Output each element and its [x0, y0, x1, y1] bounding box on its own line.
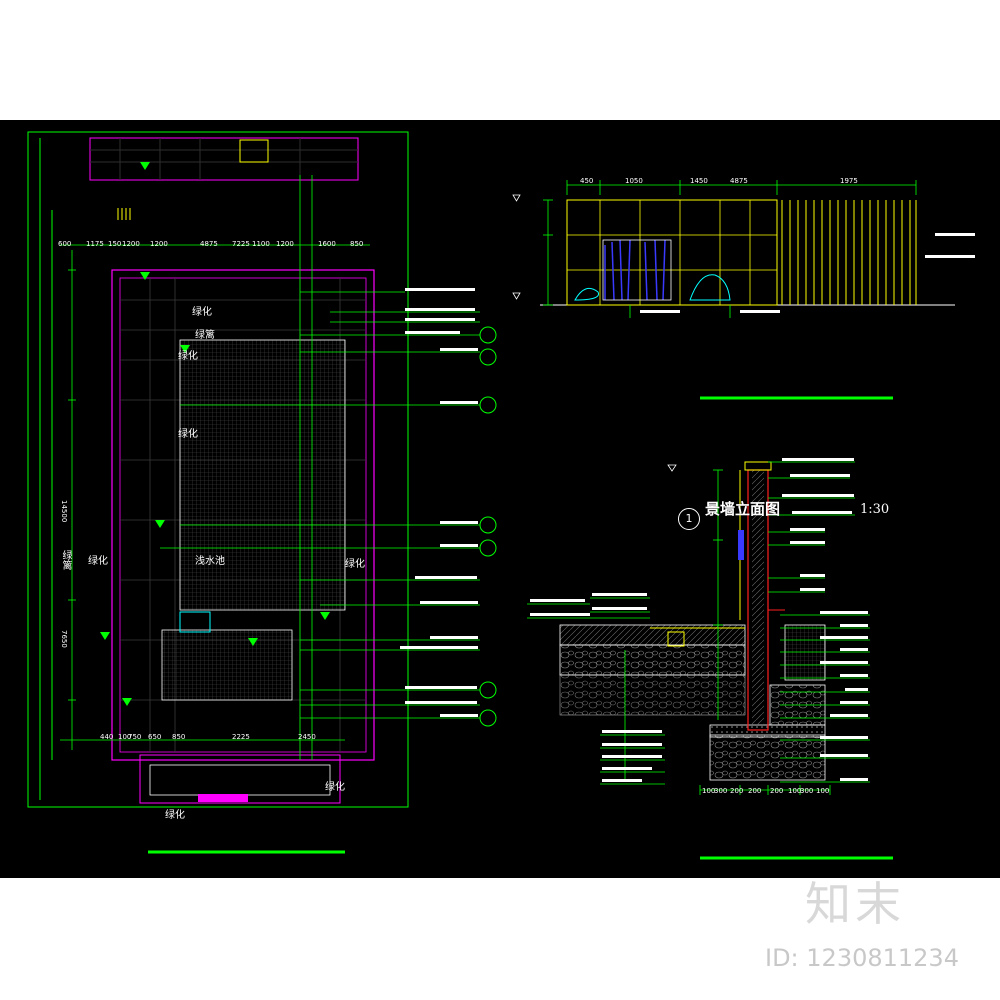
elev-dims-label: 1050 — [625, 177, 643, 185]
plan-dims-bottom-label: 650 — [148, 733, 162, 741]
plan-dims-top-label: 1200 — [150, 240, 168, 248]
plan-dims-bottom-label: 850 — [172, 733, 186, 741]
plan-drawing — [27, 131, 497, 854]
plan-scale: 1:60 — [310, 956, 340, 971]
watermark-logo: 知末 — [805, 877, 905, 931]
plan-dims-top-label: 1100 — [252, 240, 270, 248]
elev-dims-label: 4875 — [730, 177, 748, 185]
plan-label-lawn-1: 绿篱 — [195, 330, 215, 341]
plan-label-greening-1: 绿化 — [192, 307, 212, 318]
plan-dims-bottom-label: 440 — [100, 733, 114, 741]
plan-dims-left-label: 7650 — [60, 630, 68, 648]
section-title: 景墙剖面图 — [705, 960, 781, 978]
plan-label-pool: 浅水池 — [195, 556, 225, 567]
sect-dims-label: 300 — [800, 787, 814, 795]
plan-label-greening-6: 绿化 — [325, 782, 345, 793]
sect-dims-label: 300 — [714, 787, 728, 795]
elevation-scale: 1:30 — [860, 502, 890, 517]
elevation-title: 景墙立面图 — [705, 500, 781, 518]
elev-dims-label: 1450 — [690, 177, 708, 185]
plan-dims-top-label: 850 — [350, 240, 364, 248]
sect-dims-label: 200 — [730, 787, 744, 795]
plan-dims-left-label: 14500 — [60, 500, 68, 523]
plan-dims-bottom-label: 750 — [128, 733, 142, 741]
section-scale: 1:20 — [860, 962, 890, 977]
elev-dims-label: 450 — [580, 177, 594, 185]
elev-dims-label: 1975 — [840, 177, 858, 185]
plan-title: 浅水池平面图 — [150, 954, 241, 972]
sect-dims-label: 100 — [702, 787, 716, 795]
plan-dims-top-label: 1175 — [86, 240, 104, 248]
plan-dims-top-label: 1200 — [122, 240, 140, 248]
plan-index-bubble: 1 — [122, 962, 144, 984]
plan-label-greening-2: 绿化 — [178, 351, 198, 362]
plan-dims-top-label: 7225 — [232, 240, 250, 248]
plan-dims-top-label: 1200 — [276, 240, 294, 248]
sect-dims-label: 100 — [788, 787, 802, 795]
sect-dims-label: 200 — [748, 787, 762, 795]
plan-label-lawn-2: 绿篱 — [60, 550, 71, 570]
plan-dims-top-label: 4875 — [200, 240, 218, 248]
plan-dims-bottom-label: 2450 — [298, 733, 316, 741]
plan-label-greening-3: 绿化 — [178, 429, 198, 440]
plan-label-greening-7: 绿化 — [165, 810, 185, 821]
plan-dims-top-label: 600 — [58, 240, 72, 248]
elevation-index-bubble: 1 — [678, 508, 700, 530]
plan-label-greening-4: 绿化 — [88, 556, 108, 567]
watermark-id: ID: 1230811234 — [765, 944, 959, 972]
sect-dims-label: 200 — [770, 787, 784, 795]
plan-label-greening-5: 绿化 — [345, 559, 365, 570]
cad-drawing — [27, 131, 975, 860]
section-drawing — [527, 458, 893, 860]
plan-dims-top-label: 150 — [108, 240, 122, 248]
sect-dims-label: 100 — [816, 787, 830, 795]
cad-drawing-canvas: 绿化 绿篱 绿化 绿化 绿篱 绿化 浅水池 绿化 绿化 绿化 1 浅水池平面图 … — [0, 120, 1000, 990]
plan-dims-bottom-label: 2225 — [232, 733, 250, 741]
elevation-drawing — [512, 180, 975, 400]
plan-dims-bottom-label: 100 — [118, 733, 132, 741]
section-index-bubble: A — [678, 968, 700, 990]
plan-dims-top-label: 1600 — [318, 240, 336, 248]
